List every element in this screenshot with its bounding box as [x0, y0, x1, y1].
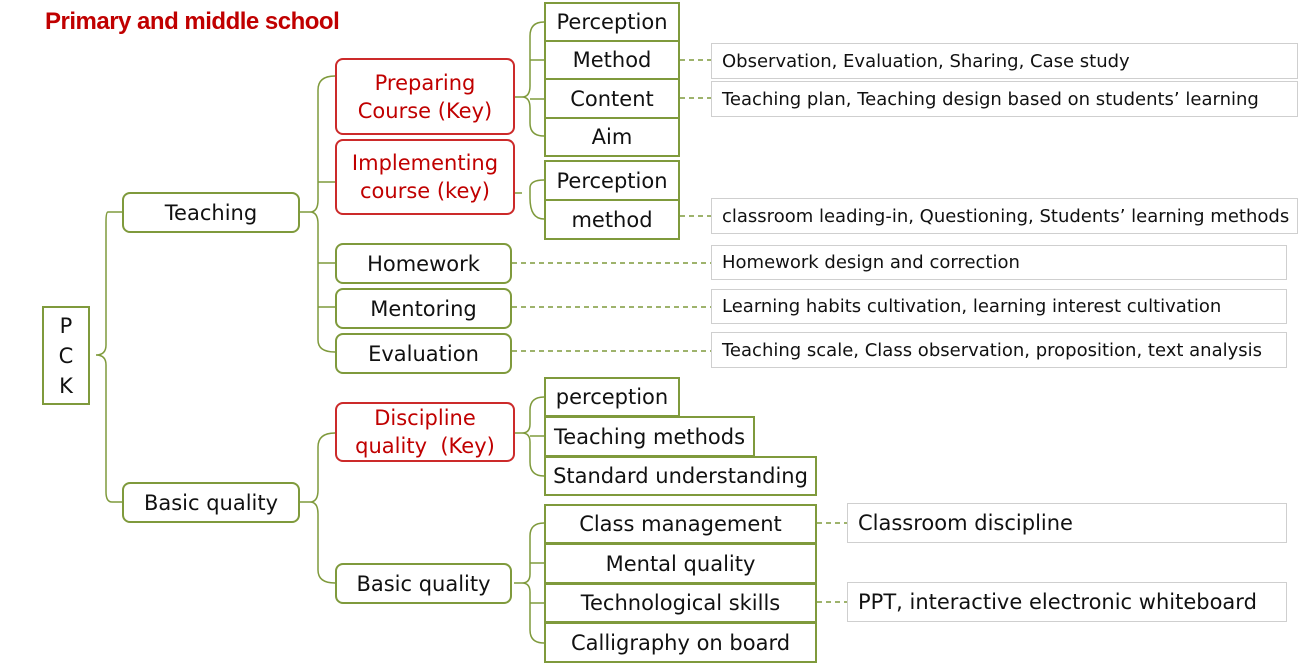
basic-quality-node: Basic quality — [122, 482, 300, 523]
mental-quality-item: Mental quality — [544, 543, 817, 584]
preparing-course-line2: Course (Key) — [357, 98, 493, 123]
implementing-course-line2: course (key) — [359, 179, 491, 203]
discipline-quality-line1: Discipline — [374, 406, 476, 430]
preparing-course-node: Preparing Course (Key) — [335, 58, 515, 135]
homework-note: Homework design and correction — [711, 245, 1287, 280]
pck-letter-c: C — [58, 343, 74, 368]
tech-skills-note: PPT, interactive electronic whiteboard — [847, 582, 1287, 622]
evaluation-node: Evaluation — [335, 333, 512, 374]
class-management-item: Class management — [544, 504, 817, 544]
implementing-course-line1: Implementing — [351, 151, 499, 175]
basic-quality-sub-node: Basic quality — [335, 563, 512, 604]
technological-skills-item: Technological skills — [544, 583, 817, 623]
pck-letter-k: K — [59, 373, 73, 398]
implementing-course-node: Implementing course (key) — [335, 139, 515, 215]
discipline-perception-item: perception — [544, 377, 680, 417]
discipline-teaching-methods-item: Teaching methods — [544, 416, 755, 457]
teaching-node: Teaching — [122, 192, 300, 233]
preparing-aim-item: Aim — [544, 117, 680, 157]
preparing-course-line1: Preparing — [374, 70, 476, 95]
discipline-standard-understanding-item: Standard understanding — [544, 456, 817, 496]
mentoring-note: Learning habits cultivation, learning in… — [711, 289, 1287, 324]
pck-letter-p: P — [59, 313, 73, 338]
content-note: Teaching plan, Teaching design based on … — [711, 81, 1298, 117]
discipline-quality-line2: quality (Key) — [355, 434, 495, 458]
pck-root-node: P C K — [42, 306, 90, 405]
homework-node: Homework — [335, 243, 512, 284]
preparing-content-item: Content — [544, 78, 680, 119]
diagram-title: Primary and middle school — [45, 8, 340, 35]
mentoring-node: Mentoring — [335, 288, 512, 329]
discipline-quality-node: Discipline quality (Key) — [335, 402, 515, 462]
implementing-perception-item: Perception — [544, 160, 680, 201]
implementing-method-note: classroom leading-in, Questioning, Stude… — [711, 198, 1298, 234]
implementing-method-item: method — [544, 199, 680, 240]
calligraphy-item: Calligraphy on board — [544, 622, 817, 663]
preparing-method-item: Method — [544, 40, 680, 80]
method-note: Observation, Evaluation, Sharing, Case s… — [711, 43, 1298, 79]
preparing-perception-item: Perception — [544, 2, 680, 42]
evaluation-note: Teaching scale, Class observation, propo… — [711, 332, 1287, 368]
class-management-note: Classroom discipline — [847, 503, 1287, 543]
